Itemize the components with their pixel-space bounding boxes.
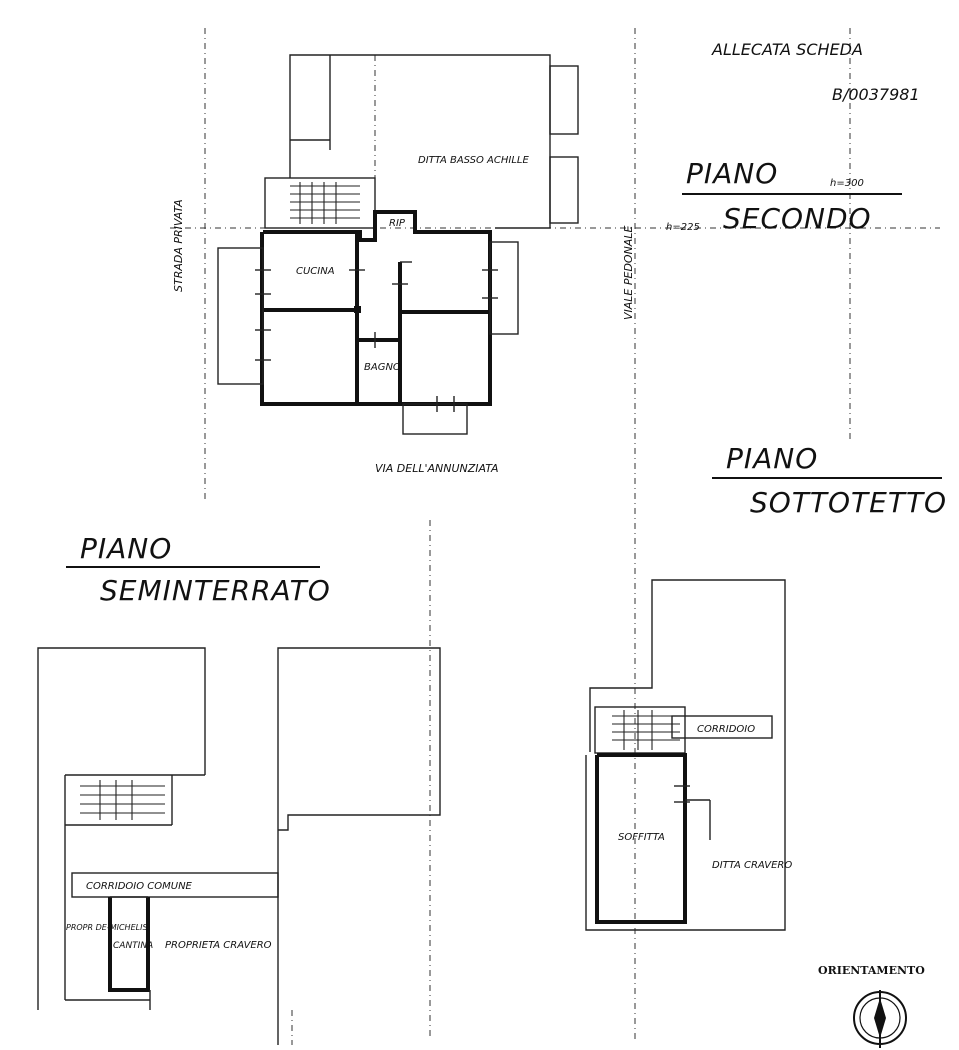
stair-icon xyxy=(290,182,360,224)
orientation-label: ORIENTAMENTO xyxy=(818,964,925,977)
room-common-corridor: CORRIDOIO COMUNE xyxy=(86,881,193,892)
room-bath: BAGNO xyxy=(364,362,401,373)
basement-heading-name: SEMINTERRATO xyxy=(100,574,331,607)
second-floor-heading-piano: PIANO xyxy=(686,157,778,190)
room-attic-owner: DITTA CRAVERO xyxy=(712,860,792,871)
compass-icon xyxy=(853,990,907,1048)
basement-floor-plan xyxy=(37,647,441,1045)
annex-title: ALLECATA SCHEDA xyxy=(711,40,863,59)
street-via-annunziata: VIA DELL'ANNUNZIATA xyxy=(375,462,499,475)
street-pedestrian-avenue: VIALE PEDONALE xyxy=(622,226,635,320)
street-private-road: STRADA PRIVATA xyxy=(172,199,185,292)
room-closet: RIP xyxy=(389,218,406,229)
stair-icon xyxy=(80,780,165,820)
height-left: h=225 xyxy=(666,222,700,233)
room-owner-basso: DITTA BASSO ACHILLE xyxy=(418,155,529,166)
second-floor-plan xyxy=(217,54,579,435)
attic-heading-piano: PIANO xyxy=(726,442,818,475)
stair-icon xyxy=(612,710,680,750)
opening-marks xyxy=(255,269,498,412)
room-attic-corridor: CORRIDOIO xyxy=(697,724,755,735)
height-top: h=300 xyxy=(830,178,864,189)
room-cellar: CANTINA xyxy=(113,941,153,951)
second-floor-heading-name: SECONDO xyxy=(723,202,872,235)
basement-heading-piano: PIANO xyxy=(80,532,172,565)
guide-lines xyxy=(170,28,940,1045)
room-kitchen: CUCINA xyxy=(296,266,335,277)
annex-number: B/0037981 xyxy=(832,85,920,104)
attic-floor-plan xyxy=(585,579,786,931)
room-prop-label: PROPR DE-MICHELIS xyxy=(66,923,148,932)
attic-heading-name: SOTTOTETTO xyxy=(750,486,947,519)
room-property-cravero: PROPRIETA CRAVERO xyxy=(165,940,272,951)
room-loft: SOFFITTA xyxy=(618,832,665,843)
